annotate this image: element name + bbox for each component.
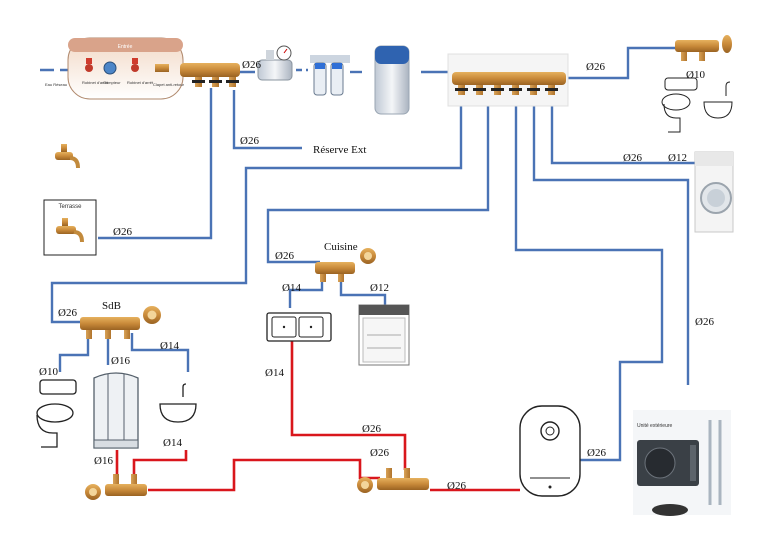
label-sdb-shower: Ø16: [111, 355, 130, 367]
meter-caption-1: Robinet d'arrêt: [82, 80, 109, 85]
label-main-supply: Ø26: [242, 59, 261, 71]
heat-pump-caption: Unité extérieure: [637, 423, 673, 429]
washbasin-sdb-icon: [159, 383, 197, 423]
pipe-labels: Ø26 Ø26 Réserve Ext Ø26 Ø10 Ø26 Ø12 Ø26 …: [39, 59, 714, 492]
label-hot-basin: Ø14: [163, 437, 182, 449]
hot-manifold-left: [85, 474, 147, 500]
terrace-box: Terrasse: [43, 199, 97, 256]
label-hot-shower: Ø16: [94, 455, 113, 467]
label-terrace-pipe: Ø26: [113, 226, 132, 238]
kitchen-manifold: [315, 248, 376, 282]
terrace-label: Terrasse: [58, 204, 82, 210]
meter-caption-2: Compteur: [103, 80, 121, 85]
label-toilet-branch: Ø26: [586, 61, 605, 73]
main-manifold: [447, 53, 569, 107]
label-kitchen-title: Cuisine: [324, 241, 358, 253]
label-hot-loop-top: Ø26: [362, 423, 381, 435]
meter-caption-0: Eau Réseau: [45, 82, 67, 87]
label-hot-to-heater: Ø26: [447, 480, 466, 492]
label-reserve-pipe: Ø26: [240, 135, 259, 147]
label-right-trunk: Ø26: [695, 316, 714, 328]
top-right-manifold: [675, 35, 732, 61]
label-reserve-ext: Réserve Ext: [313, 144, 366, 156]
meter-box: Entrée Eau Réseau Robinet d'arrêt Compte…: [45, 37, 185, 100]
label-laundry-left: Ø26: [623, 152, 642, 164]
sdb-manifold: [80, 306, 161, 339]
label-toilet-top: Ø10: [686, 69, 705, 81]
label-heater-feed: Ø26: [587, 447, 606, 459]
hot-manifold-middle: [357, 468, 429, 493]
entry-manifold: [180, 63, 240, 87]
label-kitchen-dishwasher: Ø12: [370, 282, 389, 294]
toilet-top-icon: [661, 77, 698, 133]
meter-caption-3: Robinet d'arrêt: [127, 80, 154, 85]
cold-water-pipes: [40, 46, 695, 462]
outdoor-tap-icon: [55, 144, 80, 169]
label-sdb-feed: Ø26: [58, 307, 77, 319]
meter-box-title: Entrée: [118, 44, 133, 50]
red-valve-icon: [131, 58, 139, 72]
toilet-sdb-icon: [36, 379, 77, 448]
check-valve-icon: [155, 64, 169, 72]
water-softener-icon: [374, 45, 410, 115]
washing-machine-icon: [694, 151, 734, 233]
label-sdb-wc: Ø10: [39, 366, 58, 378]
sink-icon: [266, 312, 332, 342]
label-kitchen-sink: Ø14: [282, 282, 301, 294]
heat-pump-icon: Unité extérieure: [633, 410, 731, 516]
label-kitchen-feed: Ø26: [275, 250, 294, 262]
water-heater-icon: [519, 405, 581, 497]
meter-caption-4: Clapet anti-retour: [153, 82, 185, 87]
terrace-tap-icon: [56, 218, 84, 243]
filter-unit-icon: [310, 55, 350, 96]
dishwasher-icon: [358, 304, 410, 366]
label-kitchen-hot: Ø14: [265, 367, 284, 379]
basin-top-icon: [703, 81, 733, 119]
label-hot-manifold-in: Ø26: [370, 447, 389, 459]
water-meter-icon: [103, 61, 117, 75]
label-laundry-right: Ø12: [668, 152, 687, 164]
red-valve-icon: [85, 58, 93, 72]
pressure-reducer-icon: [257, 45, 293, 81]
shower-cabin-icon: [93, 372, 139, 449]
label-sdb-title: SdB: [102, 300, 121, 312]
label-sdb-basin: Ø14: [160, 340, 179, 352]
